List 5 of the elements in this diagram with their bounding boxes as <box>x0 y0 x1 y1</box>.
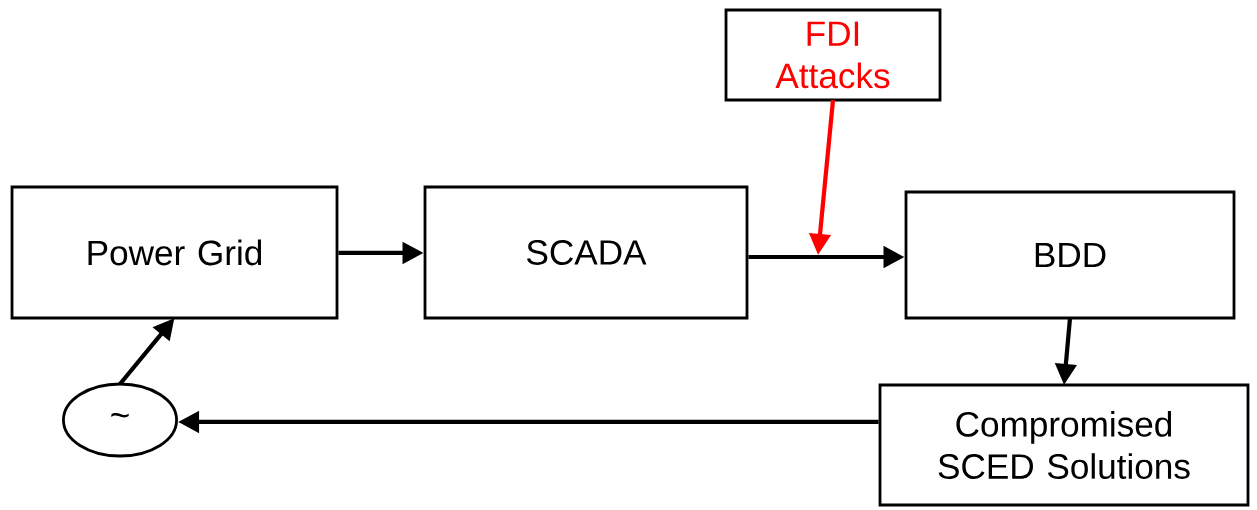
process-box: Compromised SCED Solutions <box>878 383 1250 507</box>
process-box: Power Grid <box>10 185 339 320</box>
process-box: FDI Attacks <box>724 8 942 102</box>
process-box: SCADA <box>423 185 749 320</box>
process-box: BDD <box>904 190 1236 320</box>
